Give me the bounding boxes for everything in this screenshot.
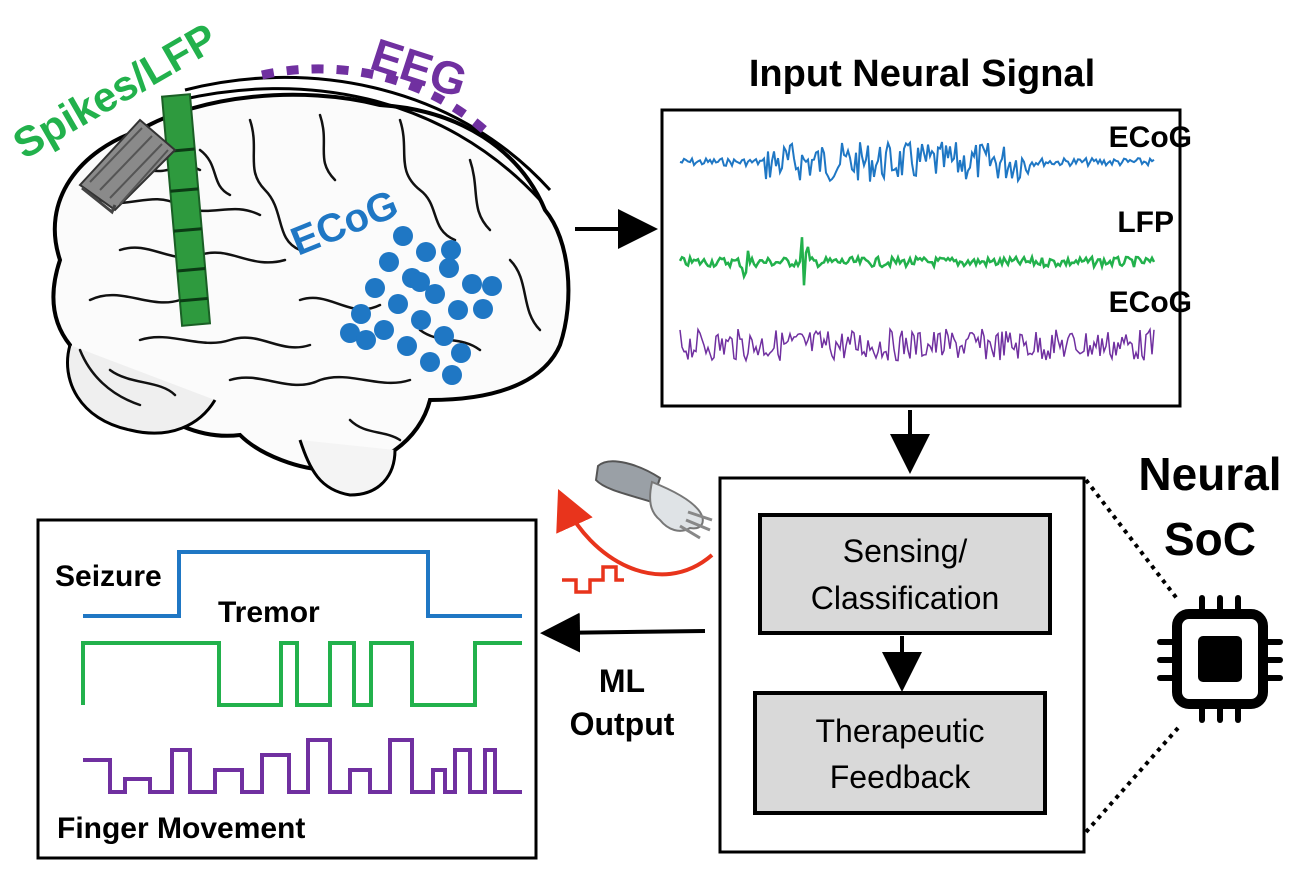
eeg-label: EEG <box>365 28 473 107</box>
brain-folds <box>78 113 542 442</box>
zoom-line <box>1084 478 1180 602</box>
sensing-classification-block <box>758 513 1052 635</box>
arrow-soc-to-output <box>540 612 706 653</box>
utah-array <box>78 118 177 215</box>
feedback-arrow <box>556 489 714 577</box>
soc-title-line2: SoC <box>1164 513 1256 565</box>
signal-label-lfp: LFP <box>1117 206 1174 239</box>
chip-icon <box>1157 595 1283 723</box>
sensing-block-line1: Sensing/ <box>843 533 968 569</box>
prosthetic-hand-icon <box>594 460 713 540</box>
ml-output-line1: ML <box>599 663 645 699</box>
brain-illustration: Spikes/LFP EEG ECoG <box>5 14 571 497</box>
tremor-waveform <box>81 641 522 707</box>
scalp-line <box>184 75 552 192</box>
cerebellum <box>66 344 217 435</box>
sensing-block-line2: Classification <box>811 580 1000 616</box>
tremor-label: Tremor <box>218 596 320 629</box>
ecog-signal-trace-2 <box>679 326 1155 363</box>
scalp-line <box>179 87 542 202</box>
lfp-signal-trace <box>678 237 1156 286</box>
therapeutic-feedback-block <box>753 691 1047 815</box>
seizure-label: Seizure <box>55 560 162 593</box>
input-panel-title: Input Neural Signal <box>749 53 1095 95</box>
ml-output-line2: Output <box>570 706 675 742</box>
signal-label-ecog-2: ECoG <box>1109 286 1192 319</box>
ml-output-panel <box>36 518 538 860</box>
ecog-electrode-grid <box>340 226 502 385</box>
eeg-electrodes <box>261 64 494 139</box>
stimulation-pulse <box>562 565 624 594</box>
finger-movement-label: Finger Movement <box>57 812 305 845</box>
zoom-line <box>1084 726 1180 834</box>
soc-title-line1: Neural <box>1138 448 1281 500</box>
ecog-signal-trace <box>679 139 1155 184</box>
therapeutic-block-line1: Therapeutic <box>816 713 985 749</box>
seizure-waveform <box>83 550 522 618</box>
brainstem <box>298 439 397 497</box>
finger-movement-waveform <box>83 738 522 794</box>
signal-label-ecog: ECoG <box>1109 121 1192 154</box>
therapeutic-block-line2: Feedback <box>830 759 972 795</box>
